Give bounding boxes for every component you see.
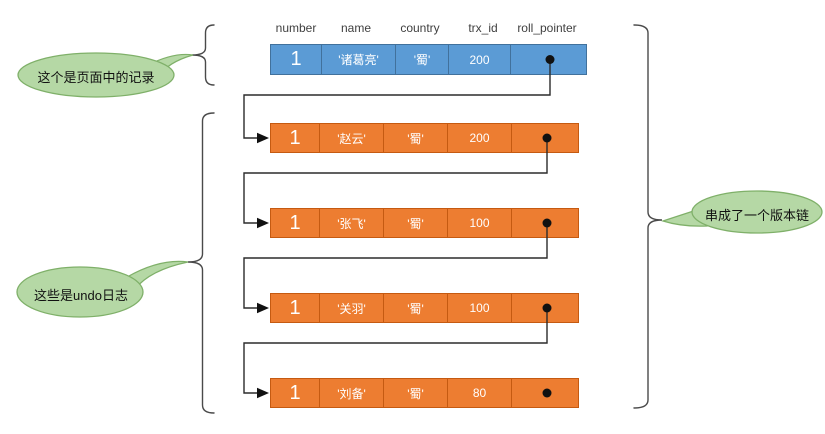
arrowhead: [257, 132, 269, 144]
cell-name: '刘备': [320, 379, 384, 407]
cell-trx-id: 200: [449, 45, 511, 74]
column-header-roll-pointer: roll_pointer: [517, 21, 577, 35]
cell-country: '蜀': [384, 294, 448, 322]
brace-undo-logs: [187, 112, 215, 414]
cell-roll-pointer: [512, 209, 578, 237]
cell-name: '张飞': [320, 209, 384, 237]
cell-roll-pointer: [512, 124, 578, 152]
callout-version-chain: 串成了一个版本链: [704, 208, 809, 223]
cell-trx-id: 80: [448, 379, 512, 407]
undo-log-row: 1 '刘备' '蜀' 80: [270, 378, 579, 408]
column-header-trx-id: trx_id: [468, 21, 498, 35]
cell-number: 1: [271, 45, 322, 74]
arrowhead: [257, 302, 269, 314]
callout-undo-logs: 这些是undo日志: [34, 288, 128, 303]
cell-number: 1: [271, 209, 320, 237]
cell-country: '蜀': [384, 209, 448, 237]
cell-country: '蜀': [384, 379, 448, 407]
cell-trx-id: 200: [448, 124, 512, 152]
cell-roll-pointer: [512, 379, 578, 407]
callout-page-record: 这个是页面中的记录: [37, 70, 155, 85]
brace-page-record: [191, 24, 215, 86]
cell-name: '赵云': [320, 124, 384, 152]
arrowhead: [257, 387, 269, 399]
cell-name: '关羽': [320, 294, 384, 322]
undo-log-row: 1 '张飞' '蜀' 100: [270, 208, 579, 238]
cell-number: 1: [271, 124, 320, 152]
cell-trx-id: 100: [448, 209, 512, 237]
page-record-row: 1 '诸葛亮' '蜀' 200: [270, 44, 587, 75]
cell-trx-id: 100: [448, 294, 512, 322]
cell-number: 1: [271, 294, 320, 322]
cell-roll-pointer: [511, 45, 586, 74]
cell-country: '蜀': [384, 124, 448, 152]
undo-log-row: 1 '关羽' '蜀' 100: [270, 293, 579, 323]
undo-log-row: 1 '赵云' '蜀' 200: [270, 123, 579, 153]
cell-number: 1: [271, 379, 320, 407]
brace-version-chain: [633, 24, 663, 409]
cell-name: '诸葛亮': [322, 45, 396, 74]
column-header-country: country: [400, 21, 440, 35]
column-header-name: name: [340, 21, 372, 35]
arrowhead: [257, 217, 269, 229]
column-header-number: number: [275, 21, 317, 35]
cell-roll-pointer: [512, 294, 578, 322]
cell-country: '蜀': [396, 45, 449, 74]
